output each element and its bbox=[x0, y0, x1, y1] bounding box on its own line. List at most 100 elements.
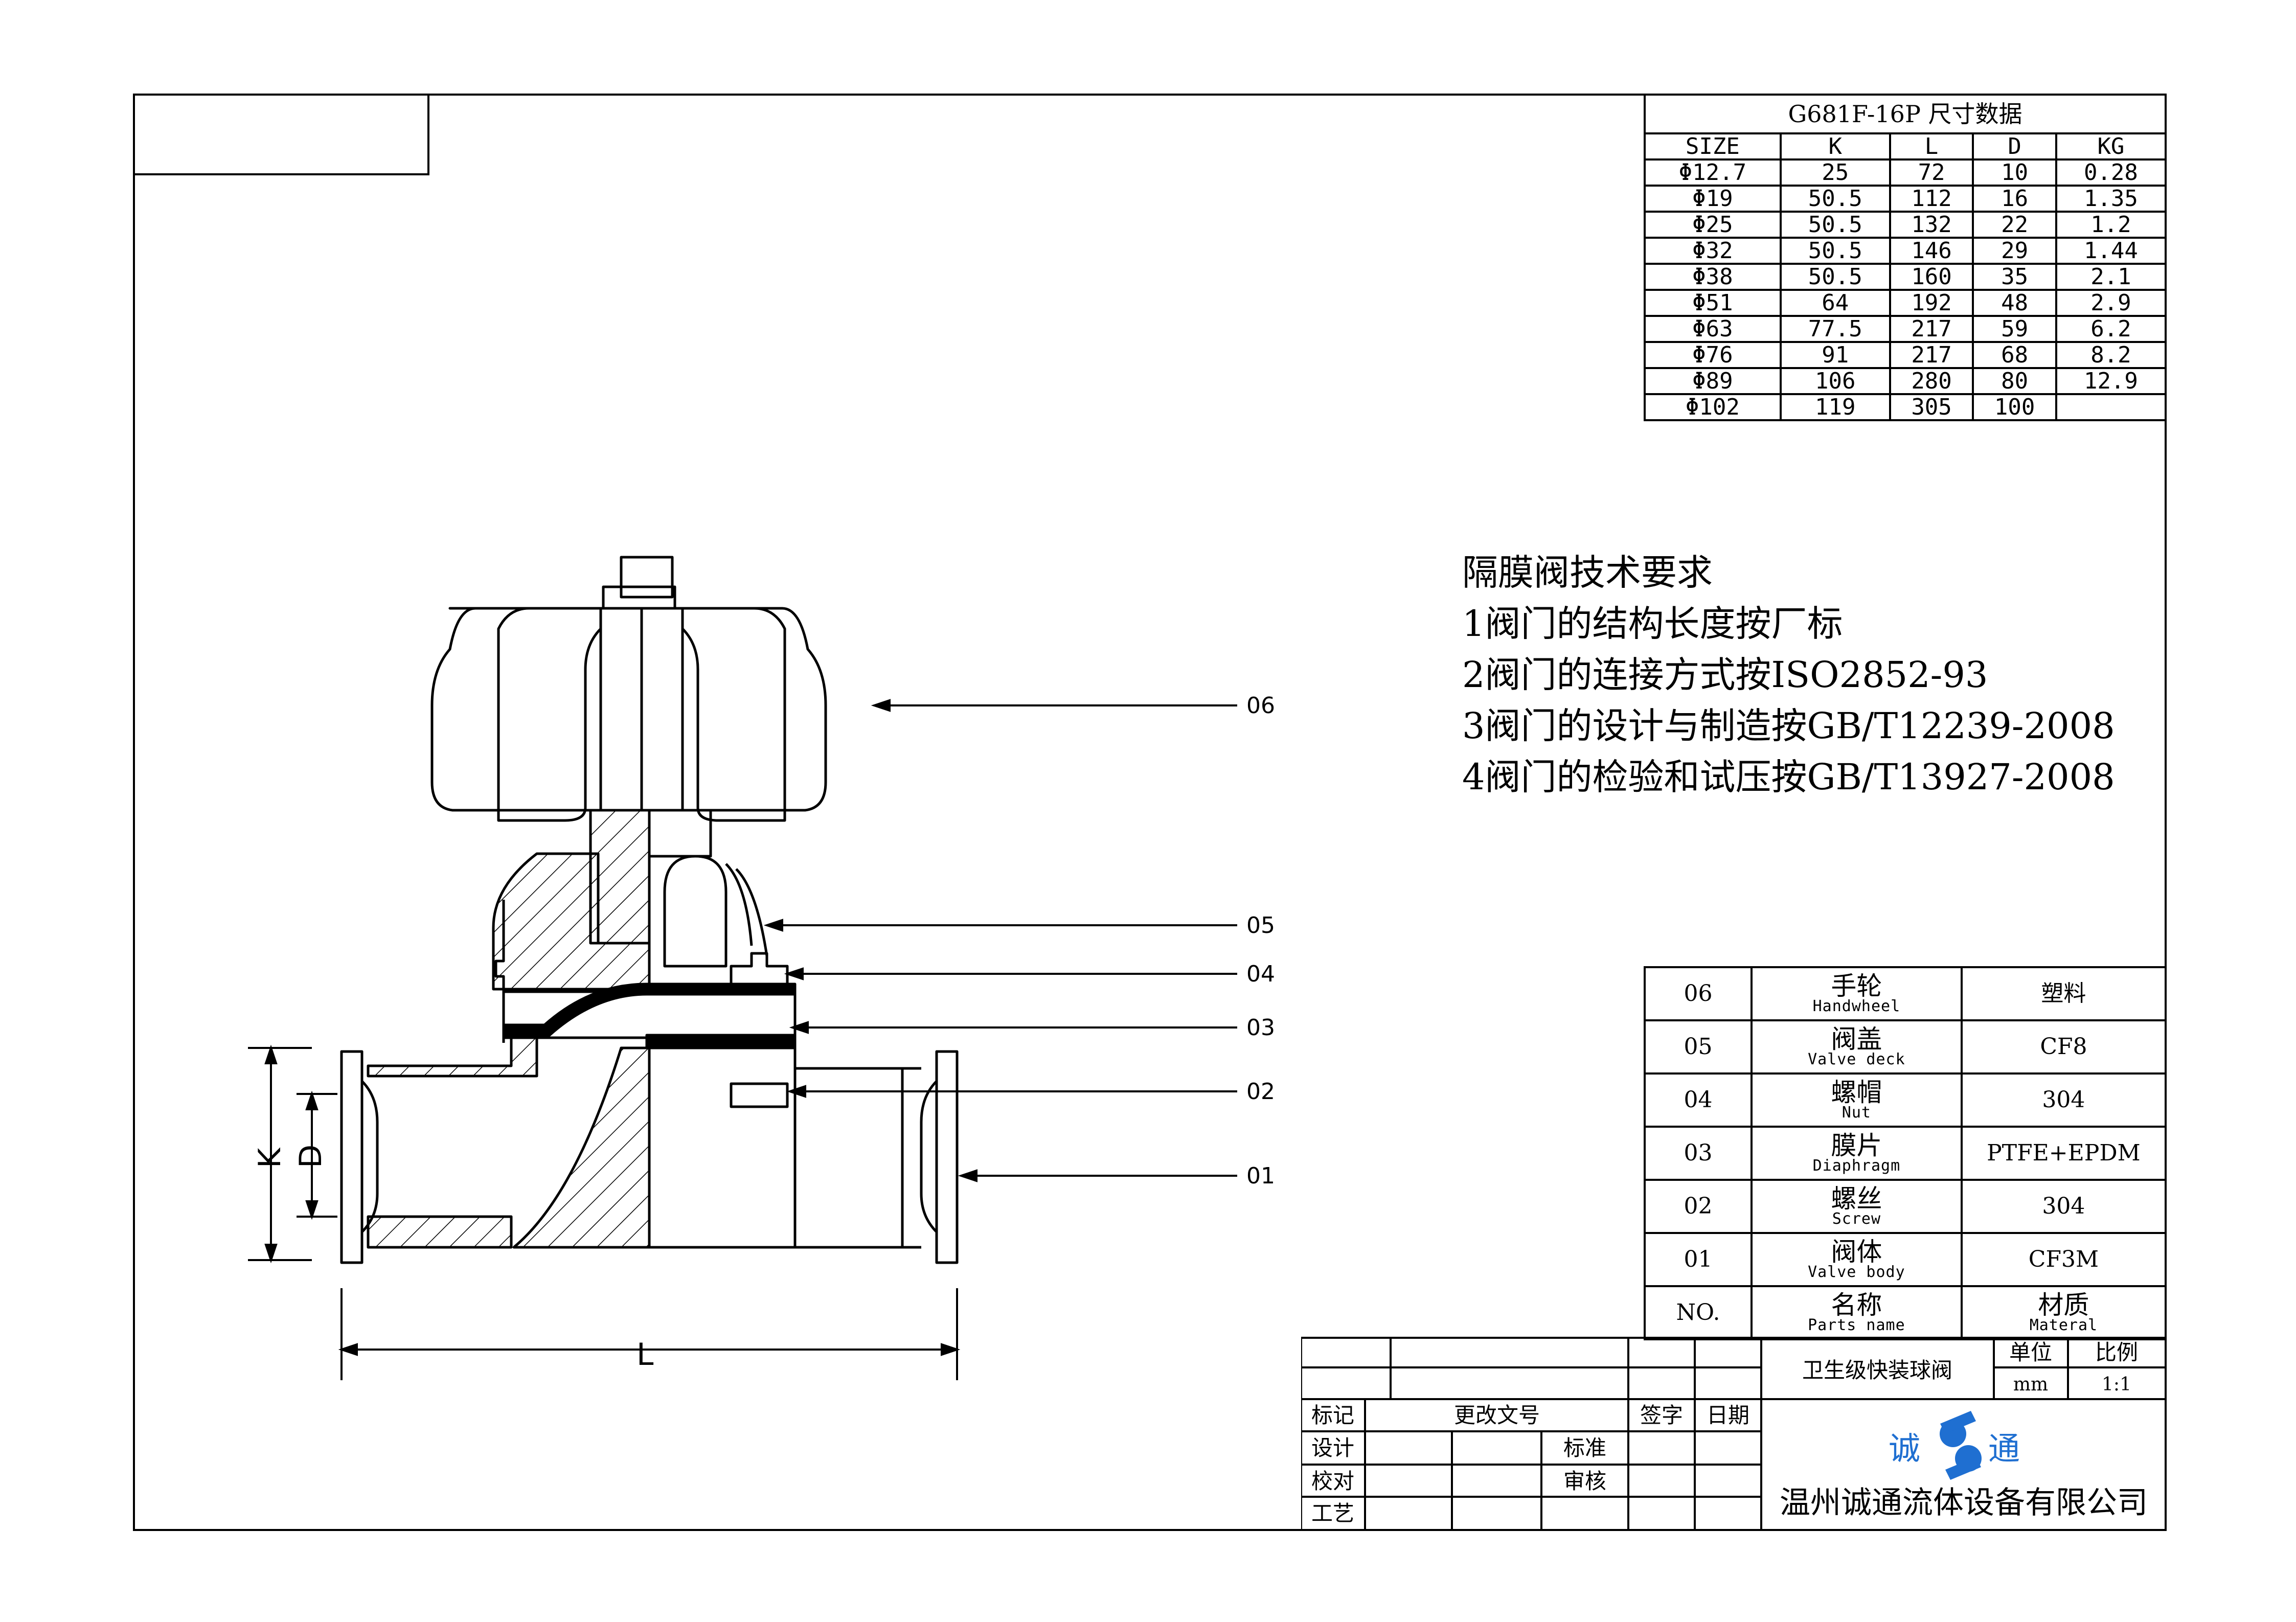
technical-requirements: 隔膜阀技术要求 1阀门的结构长度按厂标 2阀门的连接方式按ISO2852-93 … bbox=[1462, 547, 2115, 803]
part-material: 304 bbox=[1960, 1072, 2167, 1128]
dimension-cell: 91 bbox=[1779, 341, 1891, 369]
dimension-table-title: G681F-16P 尺寸数据 bbox=[1644, 94, 2167, 134]
dimension-cell: 1.44 bbox=[2055, 237, 2167, 265]
part-number: 02 bbox=[1644, 1179, 1753, 1234]
dimension-cell: 8.2 bbox=[2055, 341, 2167, 369]
mark-label: 标记 bbox=[1311, 1403, 1354, 1428]
valve-deck bbox=[492, 852, 651, 991]
dimension-cell: 25 bbox=[1779, 158, 1891, 187]
dimension-cell: 1.2 bbox=[2055, 211, 2167, 239]
dimension-d-label: D bbox=[293, 1145, 329, 1168]
part-material: PTFE+EPDM bbox=[1960, 1126, 2167, 1181]
dimension-cell: 2.9 bbox=[2055, 289, 2167, 317]
part-material: CF3M bbox=[1960, 1232, 2167, 1287]
dimension-cell: 72 bbox=[1889, 158, 1974, 187]
dimension-cell: Φ76 bbox=[1644, 341, 1782, 369]
dimension-cell: Φ25 bbox=[1644, 211, 1782, 239]
dimension-cell: 50.5 bbox=[1779, 237, 1891, 265]
standard-label: 标准 bbox=[1563, 1435, 1606, 1460]
requirement-item: 3阀门的设计与制造按GB/T12239-2008 bbox=[1462, 705, 2115, 747]
dimension-cell: 10 bbox=[1972, 158, 2057, 187]
dimension-table-header: SIZE K L D KG bbox=[1644, 132, 2167, 161]
dimension-cell: Φ51 bbox=[1644, 289, 1782, 317]
handwheel bbox=[620, 556, 674, 599]
scale-value: 1:1 bbox=[2102, 1374, 2131, 1395]
dimension-cell: 217 bbox=[1889, 341, 1974, 369]
dimension-cell: 12.9 bbox=[2055, 367, 2167, 395]
dimension-cell: 16 bbox=[1972, 185, 2057, 213]
design-label: 设计 bbox=[1311, 1435, 1354, 1460]
review-label: 审核 bbox=[1563, 1469, 1606, 1494]
company-name: 温州诚通流体设备有限公司 bbox=[1780, 1485, 2148, 1521]
dimension-cell: 280 bbox=[1889, 367, 1974, 395]
part-material: CF8 bbox=[1960, 1019, 2167, 1075]
change-doc-label: 更改文号 bbox=[1454, 1403, 1540, 1428]
callout-05: 05 bbox=[1246, 912, 1275, 939]
requirements-title: 隔膜阀技术要求 bbox=[1462, 552, 1713, 593]
callout-04: 04 bbox=[1246, 961, 1275, 987]
header-size: SIZE bbox=[1644, 132, 1782, 161]
part-material: 304 bbox=[1960, 1179, 2167, 1234]
dimension-k-label: K bbox=[252, 1147, 288, 1168]
scale-label: 比例 bbox=[2095, 1340, 2138, 1365]
dimension-cell: 160 bbox=[1889, 263, 1974, 291]
part-number: 06 bbox=[1644, 966, 1753, 1021]
header-k: K bbox=[1779, 132, 1891, 161]
header-no: NO. bbox=[1644, 1285, 1753, 1340]
dimension-cell: Φ12.7 bbox=[1644, 158, 1782, 187]
callout-01: 01 bbox=[1246, 1163, 1275, 1189]
callout-06: 06 bbox=[1246, 693, 1275, 719]
part-number: 01 bbox=[1644, 1232, 1753, 1287]
callout-03: 03 bbox=[1246, 1015, 1275, 1041]
dimension-cell: Φ102 bbox=[1644, 393, 1782, 421]
dimension-cell bbox=[2055, 393, 2167, 421]
part-number: 03 bbox=[1644, 1126, 1753, 1181]
dimension-cell: 22 bbox=[1972, 211, 2057, 239]
dimension-cell: Φ63 bbox=[1644, 315, 1782, 343]
dimension-cell: 132 bbox=[1889, 211, 1974, 239]
unit-label: 单位 bbox=[2009, 1340, 2052, 1365]
logo-left-char: 诚 bbox=[1889, 1430, 1920, 1467]
dimension-cell: 217 bbox=[1889, 315, 1974, 343]
dimension-cell: 146 bbox=[1889, 237, 1974, 265]
process-label: 工艺 bbox=[1311, 1501, 1354, 1526]
part-number: 04 bbox=[1644, 1072, 1753, 1128]
header-l: L bbox=[1889, 132, 1974, 161]
dimension-cell: 35 bbox=[1972, 263, 2057, 291]
check-label: 校对 bbox=[1311, 1469, 1354, 1494]
part-material: 塑料 bbox=[1960, 966, 2167, 1021]
dimension-cell: 6.2 bbox=[2055, 315, 2167, 343]
company-logo-icon bbox=[1940, 1411, 1982, 1480]
dimension-cell: Φ19 bbox=[1644, 185, 1782, 213]
drawing-frame bbox=[133, 94, 2167, 1531]
dimension-cell: 50.5 bbox=[1779, 263, 1891, 291]
dimension-cell: 77.5 bbox=[1779, 315, 1891, 343]
part-number: 05 bbox=[1644, 1019, 1753, 1075]
logo-right-char: 通 bbox=[1988, 1430, 2020, 1467]
dimension-l-label: L bbox=[636, 1337, 654, 1373]
dimension-cell: 50.5 bbox=[1779, 211, 1891, 239]
